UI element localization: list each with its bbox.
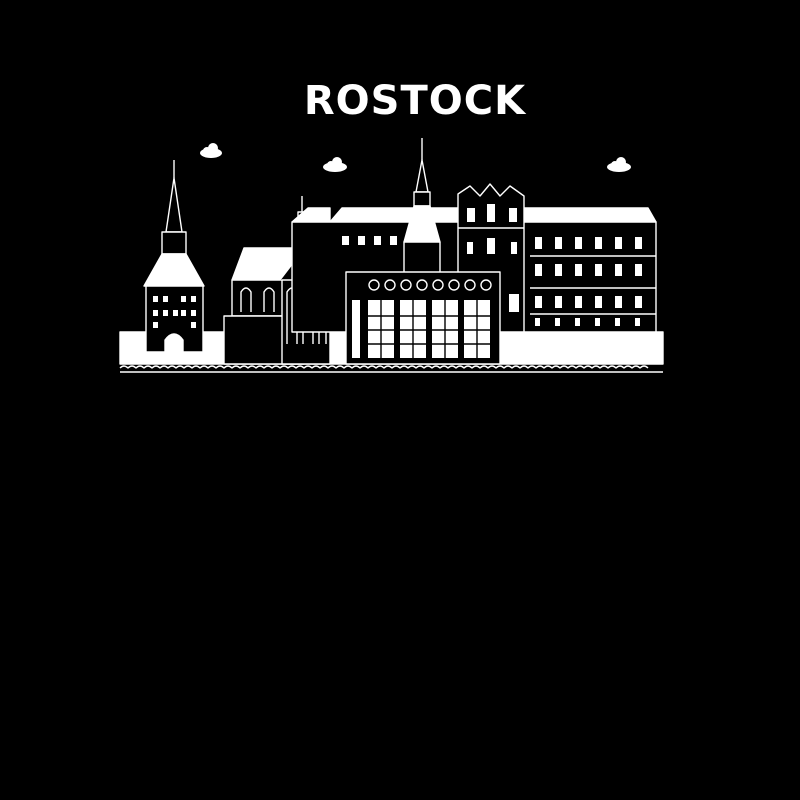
steintor-gate-tower	[143, 160, 205, 353]
cloud-icon	[323, 157, 347, 172]
city-title: ROSTOCK	[303, 78, 527, 124]
water-waves	[119, 365, 649, 369]
cloud-icon	[200, 143, 222, 158]
cloud-icon	[607, 157, 631, 172]
central-spire	[403, 138, 441, 277]
town-hall-facade	[345, 271, 501, 365]
